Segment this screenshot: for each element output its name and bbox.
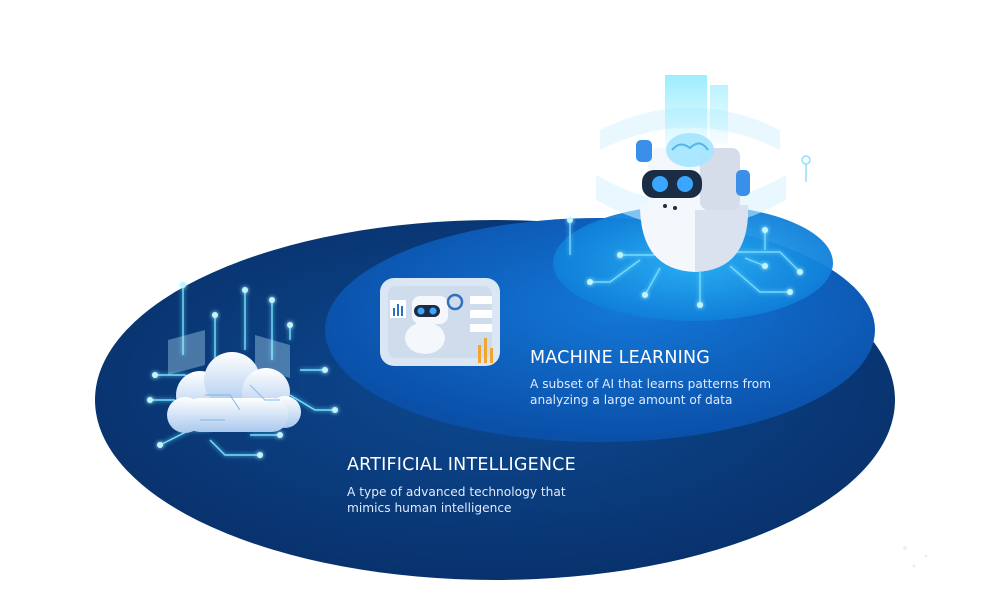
machine-learning-description: A subset of AI that learns patterns from… <box>530 376 800 408</box>
machine-learning-title: MACHINE LEARNING <box>530 348 711 368</box>
inner-circuit-lines <box>569 220 801 305</box>
decorative-dots <box>903 546 928 568</box>
robot-brain-icon <box>596 75 811 272</box>
machine-learning-description-line: A subset of AI that learns patterns from <box>530 377 772 391</box>
robot-with-charts-icon <box>380 278 500 366</box>
artificial-intelligence-description-line: A type of advanced technology that <box>347 485 566 499</box>
inner-circuit-nodes <box>567 217 803 308</box>
cloud-circuit-icon <box>147 282 338 458</box>
artificial-intelligence-description: A type of advanced technology that mimic… <box>347 484 627 516</box>
machine-learning-description-line: analyzing a large amount of data <box>530 393 733 407</box>
artificial-intelligence-title: ARTIFICIAL INTELLIGENCE <box>347 455 576 475</box>
artificial-intelligence-description-line: mimics human intelligence <box>347 501 512 515</box>
